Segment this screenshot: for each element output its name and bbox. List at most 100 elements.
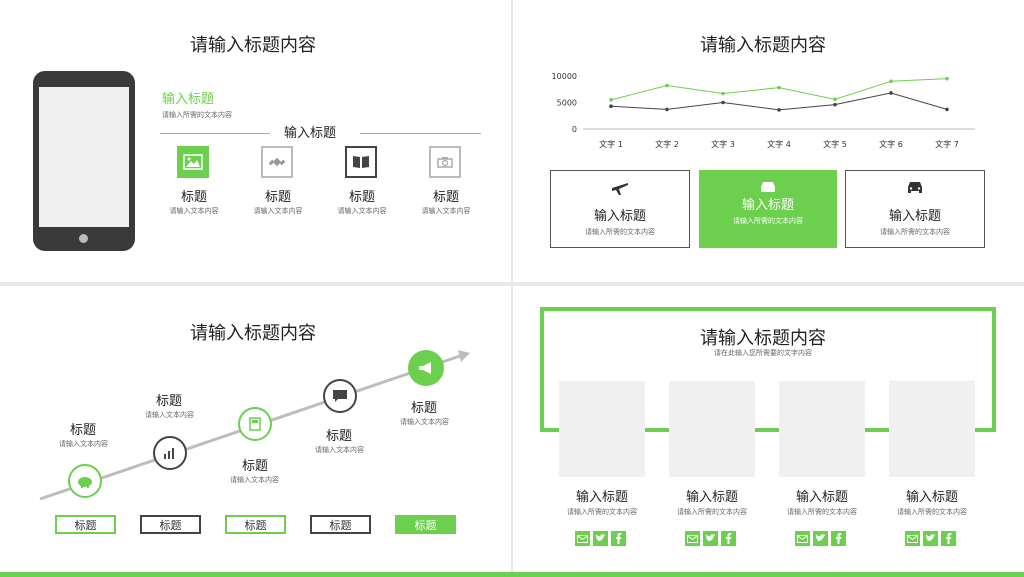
photo-placeholder — [889, 381, 975, 477]
step-sub: 请输入文本内容 — [145, 411, 194, 419]
team-card: 输入标题 请输入所需的文本内容 — [777, 381, 867, 551]
data-point — [833, 97, 837, 102]
x-tick-label: 文字 4 — [767, 139, 791, 149]
bar-chart-icon — [153, 436, 187, 470]
team-card: 输入标题 请输入所需的文本内容 — [667, 381, 757, 551]
card-sub: 请输入所需的文本内容 — [585, 228, 655, 236]
phone-mockup — [33, 71, 135, 251]
series-line — [610, 92, 948, 111]
step-label: 标题 — [70, 423, 97, 438]
page-title: 请输入标题内容 — [190, 35, 316, 56]
slide-panel-4[interactable]: 请输入标题内容 请在此输入您所需要的文字内容 输入标题 请输入所需的文本内容 输… — [513, 286, 1024, 572]
x-tick-label: 文字 3 — [711, 139, 735, 149]
twitter-icon[interactable] — [703, 531, 718, 546]
step-button-label: 标题 — [74, 518, 97, 532]
page-title: 请输入标题内容 — [190, 323, 316, 344]
mail-icon[interactable] — [905, 531, 920, 546]
facebook-icon[interactable] — [831, 531, 846, 546]
data-point — [889, 79, 893, 84]
facebook-icon[interactable] — [941, 531, 956, 546]
green-frame — [540, 307, 996, 432]
step-label: 标题 — [411, 401, 438, 416]
y-tick-label: 0 — [572, 125, 577, 134]
twitter-icon[interactable] — [813, 531, 828, 546]
data-point — [609, 104, 613, 109]
data-point — [665, 107, 669, 112]
divider-left — [160, 133, 270, 134]
section-heading: 输入标题 — [162, 92, 215, 107]
phone-screen — [39, 87, 129, 227]
image-icon — [177, 146, 209, 178]
feature-item: 标题 请输入文本内容 — [243, 146, 313, 226]
data-point — [721, 91, 725, 96]
feature-sub: 请输入文本内容 — [253, 207, 303, 215]
social-row — [795, 531, 846, 546]
twitter-icon[interactable] — [593, 531, 608, 546]
slide-panel-3[interactable]: 请输入标题内容 标题 请输入文本内容 标题 请输入文本内容 标题 请输入文本内容… — [0, 286, 511, 572]
feature-item: 标题 请输入文本内容 — [411, 146, 481, 226]
card-sub: 请输入所需的文本内容 — [787, 508, 857, 516]
card-title: 输入标题 — [685, 490, 738, 505]
facebook-icon[interactable] — [611, 531, 626, 546]
photo-placeholder — [559, 381, 645, 477]
step-button-label: 标题 — [329, 518, 352, 532]
social-row — [905, 531, 956, 546]
step-button[interactable]: 标题 — [55, 515, 116, 534]
x-tick-label: 文字 6 — [879, 139, 903, 149]
step-label: 标题 — [156, 394, 183, 409]
step-button[interactable]: 标题 — [310, 515, 371, 534]
data-point — [833, 102, 837, 107]
x-tick-label: 文字 7 — [935, 139, 959, 149]
twitter-icon[interactable] — [923, 531, 938, 546]
x-tick-label: 文字 1 — [599, 139, 623, 149]
x-tick-label: 文字 5 — [823, 139, 847, 149]
info-card-active[interactable]: 输入标题 请输入所需的文本内容 — [699, 170, 837, 248]
data-point — [889, 91, 893, 95]
mail-icon[interactable] — [795, 531, 810, 546]
info-card[interactable]: 输入标题 请输入所需的文本内容 — [845, 170, 985, 248]
feature-label: 标题 — [432, 190, 459, 205]
feature-label: 标题 — [264, 190, 291, 205]
card-title: 输入标题 — [795, 490, 848, 505]
divider-label: 输入标题 — [284, 126, 337, 141]
page-subtitle: 请在此输入您所需要的文字内容 — [714, 349, 812, 357]
step-button-active[interactable]: 标题 — [395, 515, 456, 534]
info-card[interactable]: 输入标题 请输入所需的文本内容 — [550, 170, 690, 248]
page-title: 请输入标题内容 — [700, 328, 826, 349]
book-icon — [345, 146, 377, 178]
card-sub: 请输入所需的文本内容 — [880, 228, 950, 236]
card-sub: 请输入所需的文本内容 — [733, 217, 803, 225]
step-button-label: 标题 — [159, 518, 182, 532]
phone-home-button — [79, 234, 88, 243]
section-heading-sub: 请输入所需的文本内容 — [162, 111, 232, 119]
card-sub: 请输入所需的文本内容 — [567, 508, 637, 516]
slide-panel-1[interactable]: 请输入标题内容 输入标题 请输入所需的文本内容 输入标题 标题 请输入文本内容 … — [0, 0, 511, 282]
data-point — [945, 76, 949, 81]
card-sub: 请输入所需的文本内容 — [897, 508, 967, 516]
step-sub: 请输入文本内容 — [315, 446, 364, 454]
photo-placeholder — [779, 381, 865, 477]
mail-icon[interactable] — [575, 531, 590, 546]
facebook-icon[interactable] — [721, 531, 736, 546]
step-button-label: 标题 — [244, 518, 267, 532]
feature-sub: 请输入文本内容 — [169, 207, 219, 215]
chat-icon — [323, 379, 357, 413]
data-point — [945, 107, 949, 112]
step-button[interactable]: 标题 — [140, 515, 201, 534]
feature-sub: 请输入文本内容 — [421, 207, 471, 215]
card-title: 输入标题 — [905, 490, 958, 505]
step-sub: 请输入文本内容 — [59, 440, 108, 448]
step-label: 标题 — [242, 459, 269, 474]
divider-right — [360, 133, 481, 134]
data-point — [609, 98, 613, 102]
mail-icon[interactable] — [685, 531, 700, 546]
calculator-icon — [238, 407, 272, 441]
data-point — [721, 100, 725, 105]
feature-sub: 请输入文本内容 — [337, 207, 387, 215]
step-button[interactable]: 标题 — [225, 515, 286, 534]
megaphone-icon — [408, 350, 444, 386]
page-title: 请输入标题内容 — [700, 35, 826, 56]
team-card: 输入标题 请输入所需的文本内容 — [887, 381, 977, 551]
